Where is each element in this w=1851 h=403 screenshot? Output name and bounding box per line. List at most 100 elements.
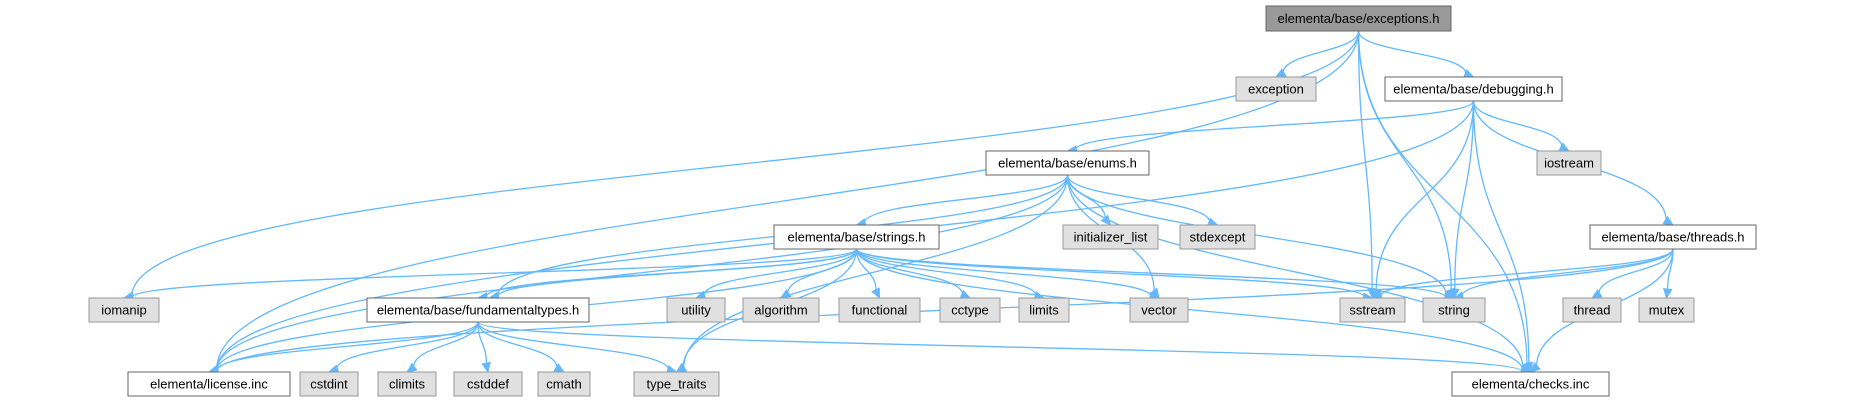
edge-line (855, 248, 964, 295)
edge-line (335, 321, 479, 370)
edge-enums-to-strings (855, 174, 1069, 228)
node-box (1384, 76, 1563, 102)
edge-exceptions-to-sstream (1357, 30, 1377, 300)
node-license[interactable]: elementa/license.inc (127, 371, 291, 397)
edge-strings-to-bitset (488, 248, 858, 302)
node-box (1422, 297, 1486, 323)
edge-exceptions-to-string (1357, 30, 1456, 300)
edge-line (682, 174, 1069, 369)
node-box (742, 297, 820, 323)
node-threads[interactable]: elementa/base/threads.h (1589, 224, 1757, 250)
edge-line (855, 248, 1152, 298)
edge-line (131, 30, 1360, 297)
node-debugging[interactable]: elementa/base/debugging.h (1384, 76, 1563, 102)
edge-fundamentaltypes-to-type_traits (477, 321, 678, 375)
node-label: elementa/base/fundamentaltypes.h (377, 303, 579, 318)
node-label: mutex (1649, 303, 1685, 318)
node-fundamentaltypes[interactable]: elementa/base/fundamentaltypes.h (366, 297, 590, 323)
edge-line (1357, 30, 1373, 291)
node-label: elementa/base/threads.h (1601, 230, 1744, 245)
node-label: limits (1029, 303, 1059, 318)
node-label: elementa/base/strings.h (787, 230, 925, 245)
arrowhead-icon (1274, 68, 1287, 78)
node-box (1339, 297, 1406, 323)
edge-enums-to-stdexcept (1066, 174, 1219, 227)
node-vector: vector (1129, 297, 1189, 323)
node-stdexcept: stdexcept (1179, 224, 1256, 250)
edge-line (855, 248, 877, 291)
edge-fundamentaltypes-to-cstddef (477, 321, 491, 374)
edge-fundamentaltypes-to-cstdint (327, 321, 479, 374)
arrowhead-icon (779, 288, 792, 299)
node-box (299, 371, 359, 397)
node-strings[interactable]: elementa/base/strings.h (773, 224, 940, 250)
edge-line (216, 321, 479, 371)
node-checks[interactable]: elementa/checks.inc (1451, 371, 1610, 397)
node-box (1589, 224, 1757, 250)
edge-threads-to-thread (1590, 248, 1674, 299)
arrowhead-icon (675, 362, 688, 373)
edge-line (1472, 100, 1563, 148)
edge-debugging-to-enums (1066, 100, 1475, 155)
node-label: stdexcept (1190, 230, 1246, 245)
node-box (939, 297, 1001, 323)
node-string: string (1422, 297, 1486, 323)
node-box (453, 371, 523, 397)
edge-line (855, 248, 1447, 298)
arrowhead-icon (1662, 215, 1675, 226)
edge-line (1066, 174, 1211, 223)
node-box (377, 371, 437, 397)
node-mutex: mutex (1638, 297, 1695, 323)
node-box (666, 297, 726, 323)
nodes-layer: elementa/base/exceptions.h exception eleme… (88, 5, 1757, 397)
edge-line (1066, 174, 1524, 369)
node-box (1129, 297, 1189, 323)
node-box (985, 150, 1150, 176)
node-sstream: sstream (1339, 297, 1406, 323)
node-thread: thread (1562, 297, 1622, 323)
arrowhead-icon (871, 287, 881, 300)
node-enums[interactable]: elementa/base/enums.h (985, 150, 1150, 176)
node-label: iomanip (101, 303, 147, 318)
node-cmath: cmath (537, 371, 591, 397)
node-box (127, 371, 291, 397)
edge-line (855, 248, 1524, 371)
node-label: elementa/base/exceptions.h (1278, 11, 1440, 26)
node-cstddef: cstddef (453, 371, 523, 397)
edge-line (477, 321, 558, 369)
node-label: elementa/checks.inc (1472, 377, 1590, 392)
node-label: algorithm (754, 303, 807, 318)
node-algorithm: algorithm (742, 297, 820, 323)
node-label: cctype (951, 303, 989, 318)
arrowhead-icon (1450, 288, 1460, 300)
edge-fundamentaltypes-to-checks (477, 321, 1532, 377)
node-box (633, 371, 720, 397)
node-box (537, 371, 591, 397)
edge-line (477, 321, 1524, 373)
node-box (1062, 224, 1159, 250)
arrowhead-icon (1558, 142, 1571, 152)
node-exceptions[interactable]: elementa/base/exceptions.h (1265, 5, 1452, 32)
node-limits: limits (1018, 297, 1070, 323)
edge-line (1357, 30, 1528, 365)
edge-line (1461, 248, 1674, 297)
node-label: type_traits (647, 377, 707, 392)
edge-line (1472, 100, 1530, 365)
node-exception: exception (1235, 76, 1317, 102)
node-label: string (1438, 303, 1470, 318)
node-label: cstdint (310, 377, 348, 392)
node-label: elementa/base/enums.h (998, 156, 1137, 171)
node-label: sstream (1349, 303, 1395, 318)
edge-line (131, 248, 858, 299)
edge-line (477, 321, 670, 371)
node-label: utility (681, 303, 711, 318)
node-box (773, 224, 940, 250)
node-box (1265, 5, 1452, 32)
node-functional: functional (838, 297, 921, 323)
edge-line (1357, 30, 1467, 75)
node-box (1235, 76, 1317, 102)
edge-line (485, 248, 858, 298)
edge-line (216, 174, 1069, 371)
arrowhead-icon (1523, 361, 1534, 374)
